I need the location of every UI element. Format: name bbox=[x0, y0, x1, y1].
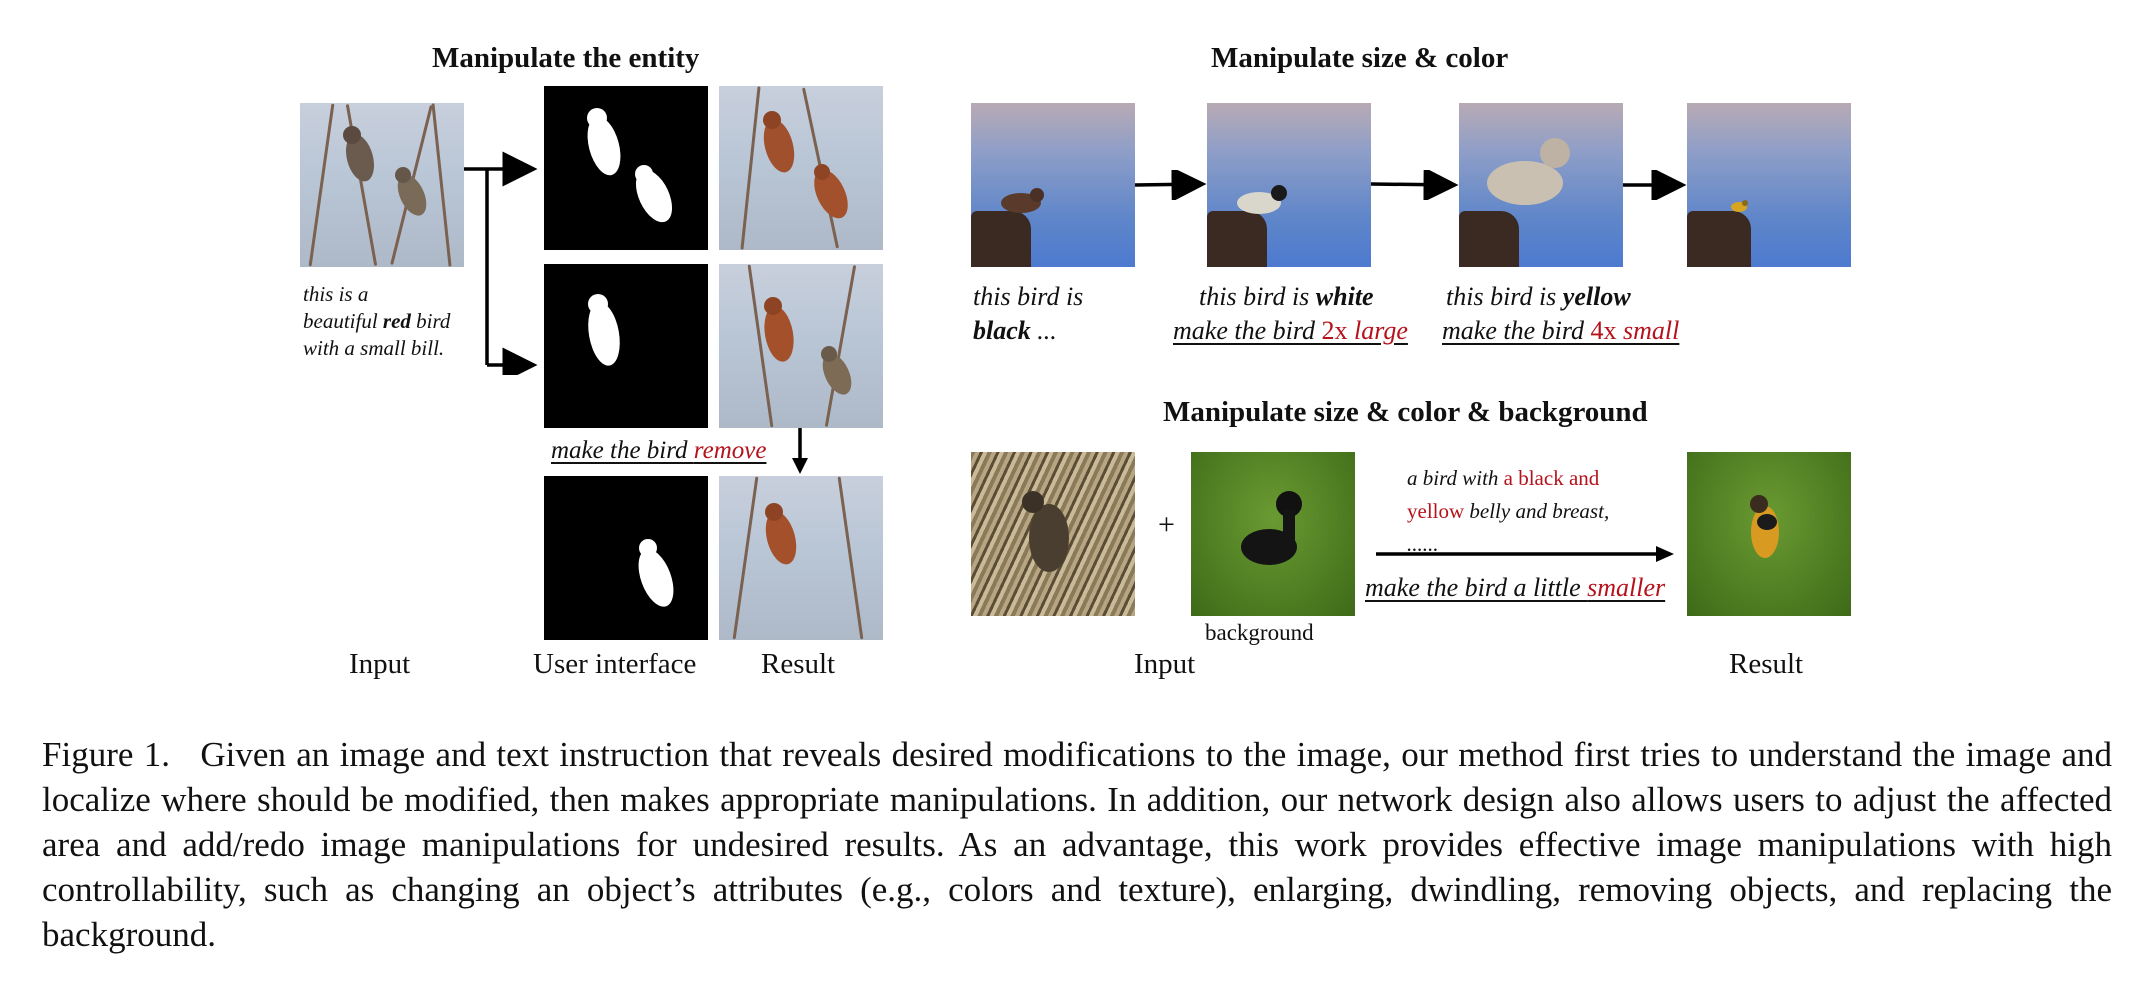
result-two-red-birds bbox=[719, 86, 883, 250]
size-color-image-3 bbox=[1459, 103, 1623, 267]
background-section-title: Manipulate size & color & background bbox=[1163, 396, 1648, 428]
step1-text: this bird is black ... bbox=[973, 282, 1084, 345]
size-color-image-1 bbox=[971, 103, 1135, 267]
result-bird-removed bbox=[719, 476, 883, 640]
mask-two-birds bbox=[544, 86, 708, 250]
bg-instruction: make the bird a little smaller bbox=[1365, 573, 1666, 602]
plus-sign: + bbox=[1158, 508, 1175, 541]
large-bird-icon bbox=[1487, 138, 1570, 205]
bird-pair-icon bbox=[343, 126, 427, 216]
figure-caption: Figure 1. Given an image and text instru… bbox=[42, 732, 2112, 957]
bg-label-input: Input bbox=[1134, 648, 1196, 680]
size-color-image-4 bbox=[1687, 103, 1851, 267]
result-one-red-bird bbox=[719, 264, 883, 428]
left-input-image bbox=[300, 103, 464, 267]
mask-removed-bird bbox=[544, 476, 708, 640]
caption-label: Figure 1. bbox=[42, 735, 170, 774]
down-arrow bbox=[792, 428, 808, 474]
speckled-bird-icon bbox=[1022, 491, 1069, 572]
left-label-user-interface: User interface bbox=[533, 648, 697, 680]
caption-text: Given an image and text instruction that… bbox=[42, 735, 2113, 954]
bg-background-image bbox=[1191, 452, 1355, 616]
yellow-bird-icon bbox=[1750, 495, 1779, 558]
small-bird-icon bbox=[1001, 188, 1044, 213]
white-bird-icon bbox=[1237, 185, 1287, 214]
left-section-title: Manipulate the entity bbox=[432, 42, 700, 74]
background-label: background bbox=[1205, 620, 1314, 645]
bg-label-result: Result bbox=[1729, 648, 1804, 680]
bg-input-image bbox=[971, 452, 1135, 616]
sequence-arrows bbox=[1134, 170, 1687, 200]
black-bird-icon bbox=[1241, 491, 1302, 565]
step2-instruction: make the bird 2x large bbox=[1173, 316, 1408, 345]
remove-instruction: make the bird remove bbox=[551, 437, 767, 464]
mask-one-bird bbox=[544, 264, 708, 428]
bg-arrow bbox=[1376, 546, 1674, 562]
size-color-title: Manipulate size & color bbox=[1211, 42, 1509, 74]
tiny-yellow-bird-icon bbox=[1731, 200, 1748, 212]
step3-instruction: make the bird 4x small bbox=[1442, 316, 1680, 345]
size-color-image-2 bbox=[1207, 103, 1371, 267]
left-label-result: Result bbox=[761, 648, 836, 680]
branch-arrows bbox=[464, 151, 538, 375]
bg-result-image bbox=[1687, 452, 1851, 616]
left-label-input: Input bbox=[349, 648, 411, 680]
bg-description: a bird with a black and yellow belly and… bbox=[1407, 466, 1610, 556]
left-input-text: this is a beautiful red bird with a smal… bbox=[303, 282, 451, 360]
step2-text: this bird is white bbox=[1199, 282, 1374, 311]
step3-text: this bird is yellow bbox=[1446, 282, 1631, 311]
